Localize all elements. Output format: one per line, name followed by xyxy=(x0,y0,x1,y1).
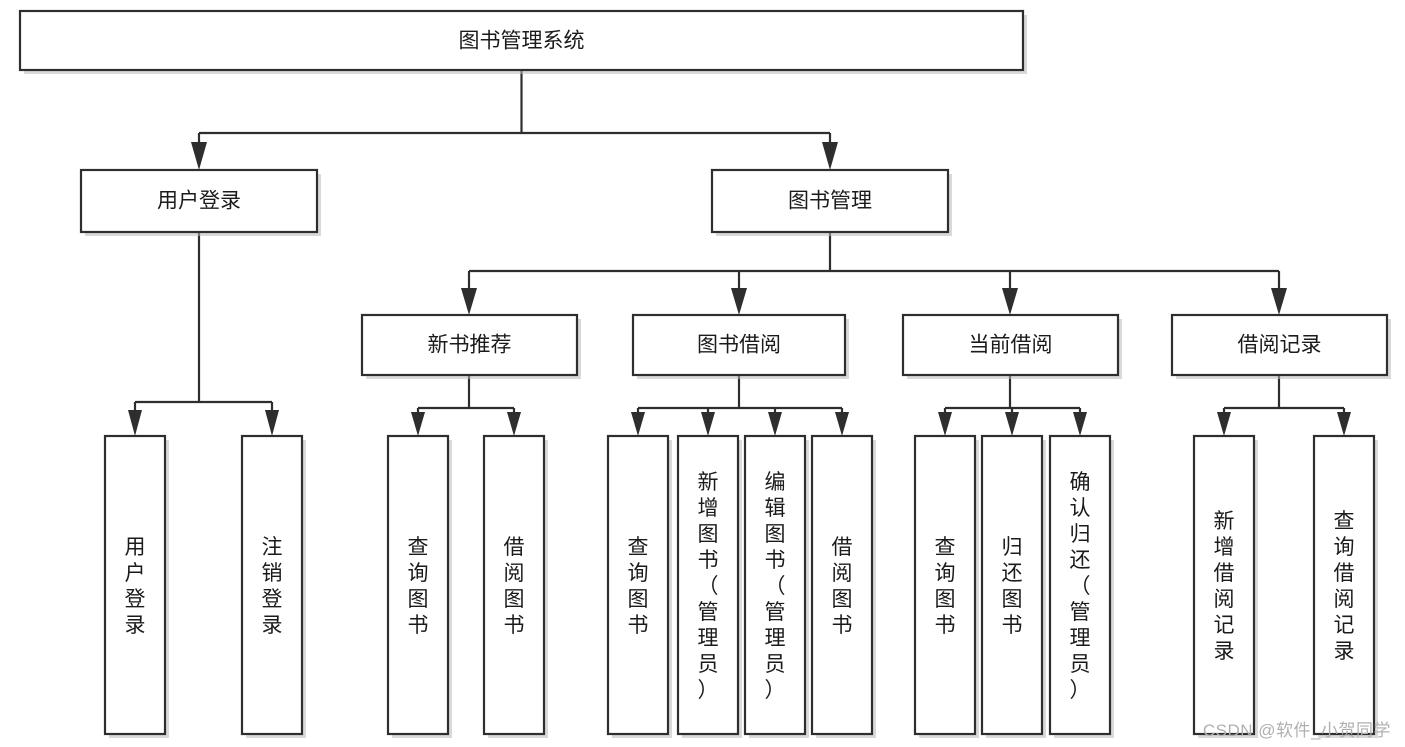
arrow-head-leaf-query-book-cb xyxy=(938,412,952,436)
node-leaf-edit-book-label: 编辑图书（管理员） xyxy=(765,471,786,702)
arrow-head-leaf-query-book-rec xyxy=(411,412,425,436)
node-leaf-logout-rect xyxy=(240,434,304,736)
node-leaf-return-book[interactable]: 归还图书 xyxy=(980,434,1046,738)
arrow-head-leaf-add-record xyxy=(1217,412,1231,436)
connector-group-current-borrow-to-leaves xyxy=(938,375,1087,436)
node-new-book-rec-label: 新书推荐 xyxy=(428,334,512,357)
node-borrow-record[interactable]: 借阅记录 xyxy=(1170,313,1391,379)
node-leaf-query-book-bb[interactable]: 查询图书 xyxy=(606,434,672,738)
arrow-head-leaf-borrow-book-bb xyxy=(835,412,849,436)
node-new-book-rec[interactable]: 新书推荐 xyxy=(360,313,581,379)
arrow-head-leaf-edit-book xyxy=(768,412,782,436)
node-user-login[interactable]: 用户登录 xyxy=(79,168,321,236)
node-leaf-confirm-return[interactable]: 确认归还（管理员） xyxy=(1048,434,1114,738)
node-new-book-rec-rect xyxy=(360,313,579,377)
node-leaf-add-book-rect xyxy=(676,434,740,736)
node-book-borrow[interactable]: 图书借阅 xyxy=(631,313,849,379)
node-leaf-query-book-cb-label: 查询图书 xyxy=(935,536,956,637)
node-leaf-query-book-rec[interactable]: 查询图书 xyxy=(386,434,452,738)
connector-group-book-manage-to-level3 xyxy=(461,232,1287,315)
arrow-head-user-login xyxy=(191,142,207,170)
arrow-head-borrow-record xyxy=(1271,288,1287,315)
node-root[interactable]: 图书管理系统 xyxy=(18,9,1027,74)
node-leaf-edit-book-rect xyxy=(743,434,807,736)
node-leaf-borrow-book-bb[interactable]: 借阅图书 xyxy=(810,434,876,738)
arrow-head-book-borrow xyxy=(731,288,747,315)
node-leaf-confirm-return-label: 确认归还（管理员） xyxy=(1070,471,1091,702)
node-leaf-logout-label: 注销登录 xyxy=(262,536,283,637)
node-leaf-query-record-label: 查询借阅记录 xyxy=(1334,510,1355,663)
arrow-head-leaf-return-book xyxy=(1005,412,1019,436)
node-leaf-return-book-rect xyxy=(980,434,1044,736)
node-leaf-add-book[interactable]: 新增图书（管理员） xyxy=(676,434,742,738)
node-leaf-query-record-rect xyxy=(1312,434,1376,736)
node-leaf-add-record[interactable]: 新增借阅记录 xyxy=(1192,434,1258,738)
node-leaf-query-record[interactable]: 查询借阅记录 xyxy=(1312,434,1378,738)
node-leaf-query-book-cb-rect xyxy=(913,434,977,736)
node-book-borrow-rect xyxy=(631,313,847,377)
watermark-text: CSDN @软件_小贺同学 xyxy=(1202,721,1391,740)
arrow-head-leaf-query-book-bb xyxy=(631,412,645,436)
connector-group-root-to-level2 xyxy=(191,70,838,170)
node-leaf-borrow-book-rec[interactable]: 借阅图书 xyxy=(482,434,548,738)
node-book-manage-rect xyxy=(710,168,950,234)
node-book-borrow-label: 图书借阅 xyxy=(697,334,781,357)
connector-group-borrow-record-to-leaves xyxy=(1217,375,1351,436)
node-leaf-user-login-label: 用户登录 xyxy=(125,536,146,637)
node-book-manage[interactable]: 图书管理 xyxy=(710,168,952,236)
node-leaf-add-record-rect xyxy=(1192,434,1256,736)
node-borrow-record-label: 借阅记录 xyxy=(1238,334,1322,357)
node-current-borrow-label: 当前借阅 xyxy=(969,334,1053,357)
arrow-head-leaf-borrow-book-rec xyxy=(507,412,521,436)
node-current-borrow[interactable]: 当前借阅 xyxy=(901,313,1122,379)
arrow-head-book-manage xyxy=(822,142,838,170)
node-leaf-borrow-book-bb-label: 借阅图书 xyxy=(832,536,853,637)
node-leaf-add-book-label: 新增图书（管理员） xyxy=(698,471,719,702)
node-leaf-query-book-rec-label: 查询图书 xyxy=(408,536,429,637)
node-leaf-confirm-return-rect xyxy=(1048,434,1112,736)
arrow-head-leaf-add-book xyxy=(701,412,715,436)
node-leaf-add-record-label: 新增借阅记录 xyxy=(1214,510,1235,663)
node-leaf-return-book-label: 归还图书 xyxy=(1002,536,1023,637)
connector-group-book-borrow-to-leaves xyxy=(631,375,849,436)
connector-group-user-login-to-leaves xyxy=(128,232,279,436)
node-leaf-borrow-book-bb-rect xyxy=(810,434,874,736)
node-borrow-record-rect xyxy=(1170,313,1389,377)
node-leaf-edit-book[interactable]: 编辑图书（管理员） xyxy=(743,434,809,738)
arrow-head-leaf-query-record xyxy=(1337,412,1351,436)
node-leaf-borrow-book-rec-rect xyxy=(482,434,546,736)
arrow-head-leaf-confirm-return xyxy=(1073,412,1087,436)
node-leaf-user-login-rect xyxy=(103,434,167,736)
connector-group-new-book-rec-to-leaves xyxy=(411,375,521,436)
arrow-head-leaf-logout xyxy=(265,410,279,436)
node-leaf-query-book-rec-rect xyxy=(386,434,450,736)
node-leaf-logout[interactable]: 注销登录 xyxy=(240,434,306,738)
node-leaf-user-login[interactable]: 用户登录 xyxy=(103,434,169,738)
node-user-login-rect xyxy=(79,168,319,234)
arrow-head-leaf-user-login xyxy=(128,410,142,436)
node-leaf-query-book-bb-label: 查询图书 xyxy=(628,536,649,637)
arrow-head-current-borrow xyxy=(1002,288,1018,315)
node-leaf-query-book-bb-rect xyxy=(606,434,670,736)
node-root-rect xyxy=(18,9,1025,72)
node-book-manage-label: 图书管理 xyxy=(788,190,872,213)
node-leaf-borrow-book-rec-label: 借阅图书 xyxy=(504,536,525,637)
node-user-login-label: 用户登录 xyxy=(157,190,241,213)
node-current-borrow-rect xyxy=(901,313,1120,377)
node-root-label: 图书管理系统 xyxy=(459,30,585,53)
arrow-head-new-book-rec xyxy=(461,288,477,315)
node-leaf-query-book-cb[interactable]: 查询图书 xyxy=(913,434,979,738)
